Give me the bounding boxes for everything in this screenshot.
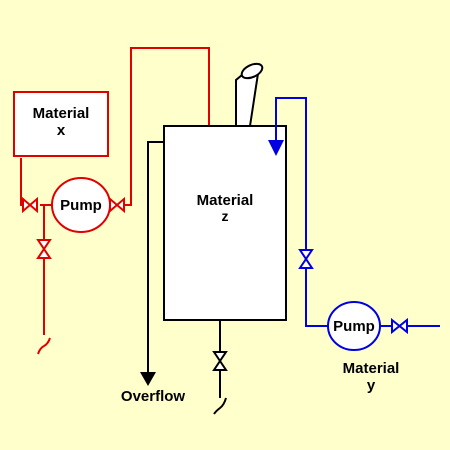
valve-icon-drain [212,351,228,371]
drain-line [213,320,227,415]
tank-label-line1: Material [196,192,254,209]
material-x-label-line1: Material [32,105,90,122]
pipe-y-to-pump [305,268,328,327]
tank-vent-opening [240,62,264,80]
valve-icon-y-horizontal [391,317,408,335]
pipe-x-up-over [125,47,210,206]
valve-icon-y-vertical [298,249,314,269]
valve-icon-x-bottom [36,239,52,259]
line-break-icon-drain [213,397,227,415]
material-y-label-line2: y [366,377,376,394]
pump-y-circle [327,301,381,351]
tank-label: Material z [180,193,270,223]
material-x-label: Material x [14,106,108,138]
pump-y-label: Pump [333,318,375,335]
pipe-y-into-tank [275,97,307,250]
material-y-label-line1: Material [342,360,400,377]
valve-icon-x-left [22,196,38,214]
valve-icon-x-right [109,196,125,214]
overflow-line [147,141,164,372]
overflow-label: Overflow [120,388,186,405]
material-x-label-line2: x [56,122,66,139]
pump-x-label: Pump [60,197,102,214]
flow-arrow-icon-y [268,140,284,156]
tank-label-line2: z [221,208,229,224]
material-y-label: Material y [326,361,416,393]
material-x-box [13,91,109,157]
material-y-line [275,97,440,327]
flow-arrow-icon-overflow [140,372,156,386]
pump-x-circle [51,177,111,233]
tank-body [163,62,287,321]
line-break-icon-x [37,337,51,355]
